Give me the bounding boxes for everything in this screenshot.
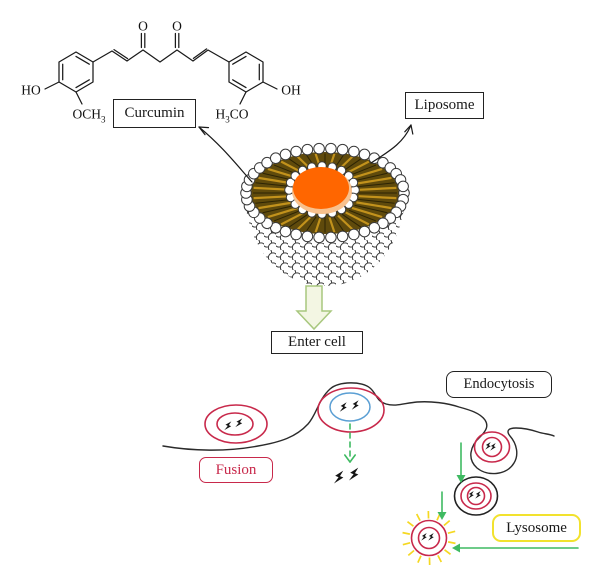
liposome-illustration (240, 142, 410, 286)
enter-cell-label-box: Enter cell (271, 331, 363, 354)
lysosome-spikes (402, 510, 456, 566)
lipid-tails (253, 153, 397, 233)
enter-cell-label: Enter cell (288, 334, 346, 350)
liposome-bowl (245, 196, 405, 286)
methoxy-label-left: OCH3 (72, 106, 106, 125)
lysosome-label: Lysosome (506, 519, 567, 536)
fusion-label: Fusion (215, 461, 257, 478)
endocytosis-label: Endocytosis (463, 376, 535, 393)
carbonyl-oxygen-left: O (138, 18, 148, 34)
endosome-vesicle (453, 476, 499, 516)
benzene-ring-left (58, 51, 94, 93)
block-arrow-down-icon (295, 285, 333, 331)
membrane-bump-vesicle (317, 387, 385, 433)
lysosome-fused-vesicle (410, 519, 448, 557)
release-arrow-dashed (343, 423, 357, 463)
liposome-pointer-arrow (370, 124, 414, 164)
endocytosis-label-box: Endocytosis (446, 371, 552, 398)
endocytosis-arrow-1 (456, 442, 466, 483)
methoxy-label-right: H3CO (215, 106, 249, 125)
diketone-chain (92, 49, 230, 63)
benzene-ring-right (228, 51, 264, 93)
liposome-label-box: Liposome (405, 92, 484, 119)
fusion-vesicle (204, 404, 268, 444)
curcumin-structure (44, 32, 278, 105)
lysosome-arrow (452, 543, 579, 553)
curcumin-label-box: Curcumin (113, 99, 196, 128)
liposome-label: Liposome (414, 97, 475, 113)
hydroxyl-label-left: HO (21, 82, 41, 98)
curcumin-pointer-arrow (198, 126, 253, 183)
lysosome-label-box: Lysosome (492, 514, 581, 542)
fusion-label-box: Fusion (199, 457, 273, 483)
endocytosis-arrow-2 (437, 491, 447, 520)
cell-membrane (162, 382, 555, 475)
endocytic-pit-vesicle (473, 431, 511, 463)
curcumin-core (293, 167, 349, 209)
carbonyl-oxygen-right: O (172, 18, 182, 34)
hydroxyl-label-right: OH (281, 82, 301, 98)
curcumin-label: Curcumin (124, 105, 185, 121)
